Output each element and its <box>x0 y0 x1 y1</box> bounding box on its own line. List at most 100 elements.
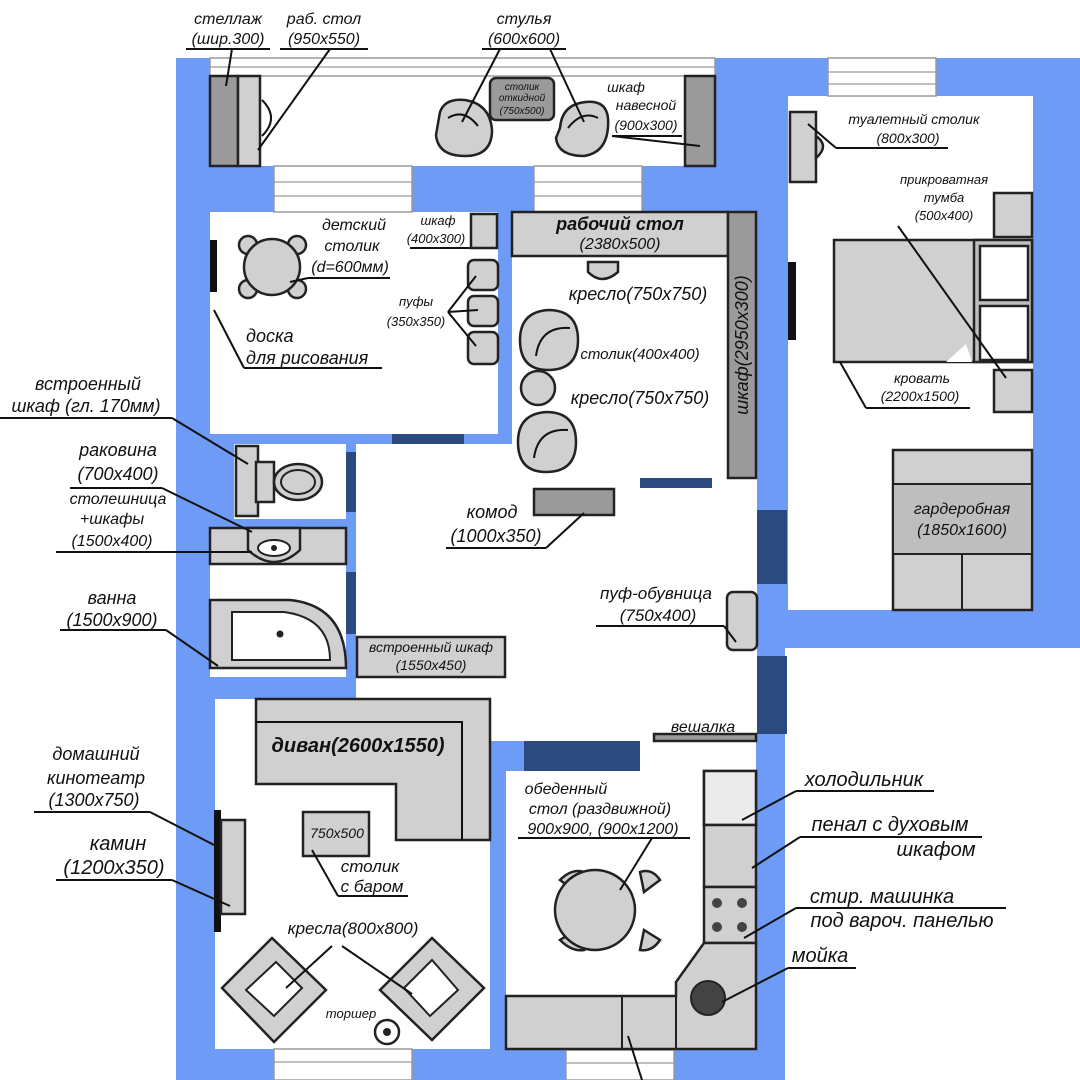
nightstand-1 <box>992 191 1034 239</box>
label-puf-obuvnitsa: пуф-обувница <box>600 584 712 603</box>
label-garderobnaya-dim: (1850х1600) <box>917 522 1007 539</box>
label-prikrovatnaya-dim: (500х400) <box>915 208 974 223</box>
small-cabinet <box>469 212 499 250</box>
kitchen-counter <box>504 941 758 1051</box>
balcony-chair-left <box>434 98 494 158</box>
kids-table <box>242 237 302 297</box>
oven-cabinet <box>702 823 758 889</box>
living-window <box>273 1048 413 1080</box>
desk-chair <box>261 99 272 137</box>
label-rabochiy-stol: рабочий стол <box>555 214 684 234</box>
label-rakovina: раковина <box>78 440 157 460</box>
pillow-1 <box>978 244 1030 302</box>
label-navesnoy-1: шкаф <box>607 79 645 95</box>
bedroom-furniture <box>788 110 1034 612</box>
windows <box>209 57 937 1080</box>
blanket-fold <box>946 344 972 362</box>
bedroom-window <box>827 57 937 97</box>
label-otkidnoy-1: столик <box>505 82 541 93</box>
toilet-cistern <box>234 444 260 518</box>
label-kinoteatr-dim: (1300х750) <box>48 790 139 810</box>
wall-cabinet <box>683 74 717 168</box>
kitchen-sink <box>690 980 726 1016</box>
label-stolik-400: столик(400х400) <box>580 346 699 363</box>
label-kresla: кресла(800х800) <box>288 919 419 938</box>
shelving <box>208 74 240 168</box>
label-stellazh-dim: (шир.300) <box>192 31 265 48</box>
label-kreslo-2: кресло(750х750) <box>571 388 710 408</box>
label-stoleshnitsa-dim: (1500х400) <box>72 533 153 550</box>
label-vanna-dim: (1500х900) <box>66 610 157 630</box>
folding-table <box>488 76 556 122</box>
work-desk <box>236 74 262 168</box>
study-desk-chair <box>586 260 620 281</box>
door-bath <box>346 572 356 634</box>
shoe-pouf <box>725 590 759 652</box>
label-rabochiy-stol-dim: (2380х500) <box>580 236 661 253</box>
bedroom-wall-mark <box>788 262 796 340</box>
door-study <box>640 478 712 488</box>
label-pufy-dim: (350х350) <box>387 314 446 329</box>
pouf-3 <box>466 330 500 366</box>
kitchen-furniture <box>504 769 758 1051</box>
label-shkaf-vertical: шкаф(2950х300) <box>732 275 752 415</box>
label-vstroenny-2: шкаф (гл. 170мм) <box>11 396 160 416</box>
study-armchair-2 <box>516 410 578 474</box>
label-kinoteatr-2: кинотеатр <box>47 768 145 788</box>
label-navesnoy-dim: (900х300) <box>614 117 677 133</box>
label-vstroenny-1: встроенный <box>35 374 141 394</box>
label-kamin: камин <box>90 833 146 855</box>
sofa <box>254 697 492 842</box>
label-obedenny-2: стол (раздвижной) <box>529 801 671 818</box>
label-stir-2: под вароч. панелью <box>810 910 993 932</box>
label-stulya-dim: (600х600) <box>488 31 560 48</box>
label-prikrovatnaya-1: прикроватная <box>900 172 988 187</box>
label-otkidnoy-dim: (750х500) <box>499 106 544 117</box>
label-stolik-bar-2: с баром <box>341 877 404 896</box>
label-stulya: стулья <box>497 11 552 28</box>
label-stir-1: стир. машинка <box>810 886 954 908</box>
door-bedroom <box>757 510 787 584</box>
label-stoleshnitsa-2: +шкафы <box>80 511 144 528</box>
bath-furniture <box>208 444 348 670</box>
label-obedenny-1: обеденный <box>525 781 608 798</box>
label-rakovina-dim: (700х400) <box>77 464 158 484</box>
dressing-table <box>788 110 818 184</box>
label-penal-2: шкафом <box>897 839 976 861</box>
armchair-left <box>220 936 328 1044</box>
label-krovat-dim: (2200х1500) <box>881 388 960 404</box>
door-entrance <box>757 656 787 734</box>
label-krovat: кровать <box>894 370 950 386</box>
coat-rack <box>652 732 758 743</box>
label-doska-2: для рисования <box>246 348 369 368</box>
study-cabinet <box>726 210 758 480</box>
study-furniture <box>510 210 758 480</box>
label-shkaf-small-dim: (400х300) <box>407 231 466 246</box>
label-detsky-1: детский <box>322 217 386 234</box>
kids-window <box>273 165 413 213</box>
label-veshalka: вешалка <box>671 719 735 736</box>
label-moyka: мойка <box>792 945 849 967</box>
bar-table <box>301 810 371 858</box>
label-stellazh: стеллаж <box>194 11 263 28</box>
label-komod: комод <box>467 502 518 522</box>
cooktop <box>702 885 758 945</box>
label-kreslo-1: кресло(750х750) <box>569 284 708 304</box>
label-pufy: пуфы <box>399 294 434 309</box>
label-detsky-dim: (d=600мм) <box>311 259 389 276</box>
label-garderobnaya: гардеробная <box>914 501 1011 518</box>
label-puf-obuvnitsa-dim: (750х400) <box>620 606 697 625</box>
opening-hall-kitchen <box>640 741 756 773</box>
label-vanna: ванна <box>88 588 137 608</box>
drawing-board <box>210 240 217 292</box>
label-torsher: торшер <box>326 1006 376 1021</box>
label-rab-stol-dim: (950х550) <box>288 31 360 48</box>
label-obedenny-dim: 900х900, (900х1200) <box>527 821 678 838</box>
label-doska-1: доска <box>246 326 293 346</box>
label-kinoteatr-1: домашний <box>52 744 139 764</box>
label-kamin-dim: (1200х350) <box>63 857 164 879</box>
label-stolik-bar-dim: 750х500 <box>310 825 364 841</box>
nightstand-2 <box>992 368 1034 414</box>
label-navesnoy-2: навесной <box>616 97 677 113</box>
